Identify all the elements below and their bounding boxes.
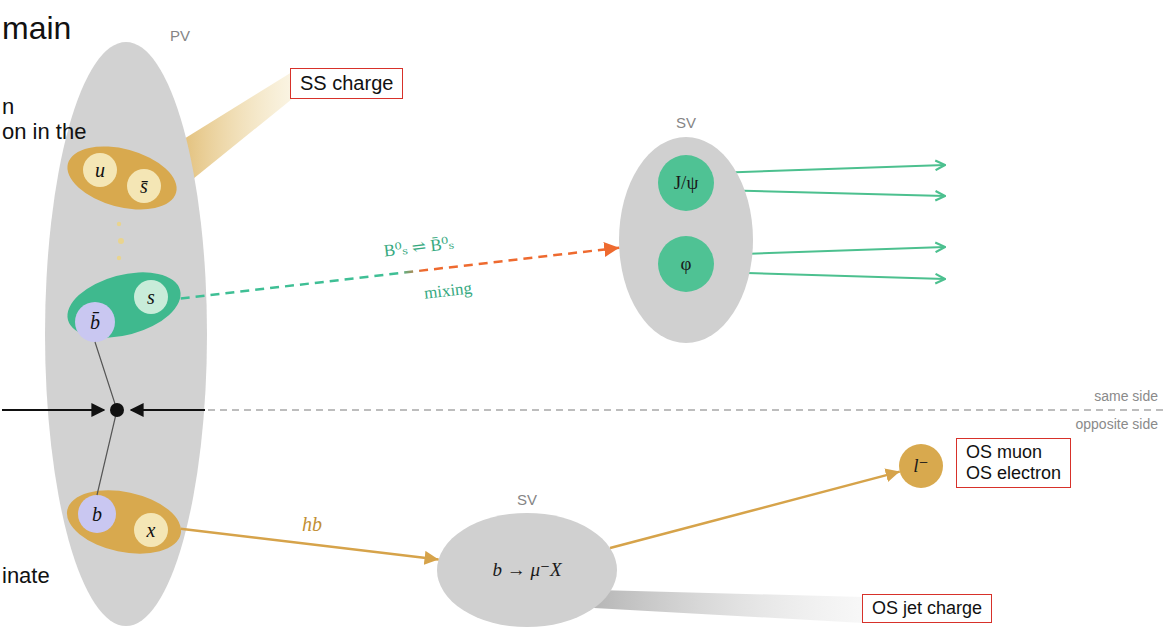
tag-box: SS charge — [290, 68, 403, 99]
signal-meson: b̄ s — [66, 274, 182, 336]
quark-symbol: b̄ — [90, 311, 100, 333]
lepton-circle-outline — [899, 444, 943, 488]
side-divider — [208, 409, 1163, 410]
node-text: PV — [170, 28, 190, 45]
pair-link — [95, 342, 117, 495]
slide-text: main — [2, 10, 71, 47]
node-text: J/ψ — [674, 173, 699, 194]
lepton-circle: l⁻ — [899, 444, 943, 488]
node-text: l⁻ — [913, 456, 928, 477]
secondary-vertex-outline — [619, 137, 753, 343]
tag-box: OS muonOS electron — [956, 438, 1071, 488]
signal-meson-shape — [66, 274, 182, 336]
quark-pair-shape — [66, 149, 178, 207]
quark-pair: u s̄ — [66, 149, 178, 207]
lepton-arrow — [610, 472, 900, 548]
collision-point — [110, 403, 124, 417]
track-arrow — [714, 190, 945, 196]
quark-circle — [78, 495, 116, 533]
slide-text: n — [2, 94, 14, 120]
quark-circle — [134, 280, 168, 314]
quark-symbol: b — [92, 503, 102, 525]
box-text: SS charge — [300, 72, 393, 95]
edge-label: hb — [302, 513, 322, 536]
secondary-vertex: SVb → μ⁻X — [437, 513, 617, 627]
particle-circle: φ — [658, 236, 714, 292]
quark-symbol: s — [147, 286, 155, 308]
fragment-dot — [117, 256, 121, 260]
hadron-outline — [60, 135, 183, 220]
side-label: same side — [1094, 388, 1158, 404]
beam-arrow — [2, 409, 104, 411]
slide-text: on in the — [2, 119, 86, 145]
jet-cone — [594, 590, 863, 623]
particle-circle: J/ψ — [658, 155, 714, 211]
node-text: SV — [676, 115, 696, 132]
beam-arrow — [131, 409, 205, 411]
quark-circle — [134, 513, 168, 547]
fragment-dot — [118, 238, 124, 244]
secondary-vertex: SVJ/ψφ — [619, 137, 753, 343]
tag-box: OS jet charge — [862, 594, 992, 623]
box-text: OS electron — [966, 463, 1061, 484]
secondary-vertex-outline — [437, 513, 617, 627]
quark-symbol: x — [147, 519, 156, 541]
track-arrow — [714, 165, 945, 173]
quark-symbol: s̄ — [140, 175, 148, 197]
particle-circle-outline — [658, 236, 714, 292]
quark-pair: bx — [66, 492, 182, 552]
fragment-dot — [117, 222, 121, 226]
quark-circle — [75, 302, 115, 342]
box-text: OS muon — [966, 442, 1061, 463]
quark-circle — [83, 153, 117, 187]
slide-text: inate — [2, 563, 50, 589]
particle-circle-outline — [658, 155, 714, 211]
node-text: φ — [681, 254, 692, 275]
edge-label: mixing — [423, 278, 473, 303]
quark-symbol: u — [95, 159, 105, 181]
node-text: SV — [517, 492, 537, 509]
edge-label: B⁰ₛ ⇌ B̄⁰ₛ — [383, 232, 455, 261]
node-text: b → μ⁻X — [492, 560, 561, 581]
box-text: OS jet charge — [872, 598, 982, 619]
hadron-outline — [60, 261, 188, 349]
hadron-outline — [61, 481, 187, 564]
quark-pair-shape — [66, 492, 182, 552]
quark-circle — [127, 169, 161, 203]
side-label: opposite side — [1075, 416, 1158, 432]
